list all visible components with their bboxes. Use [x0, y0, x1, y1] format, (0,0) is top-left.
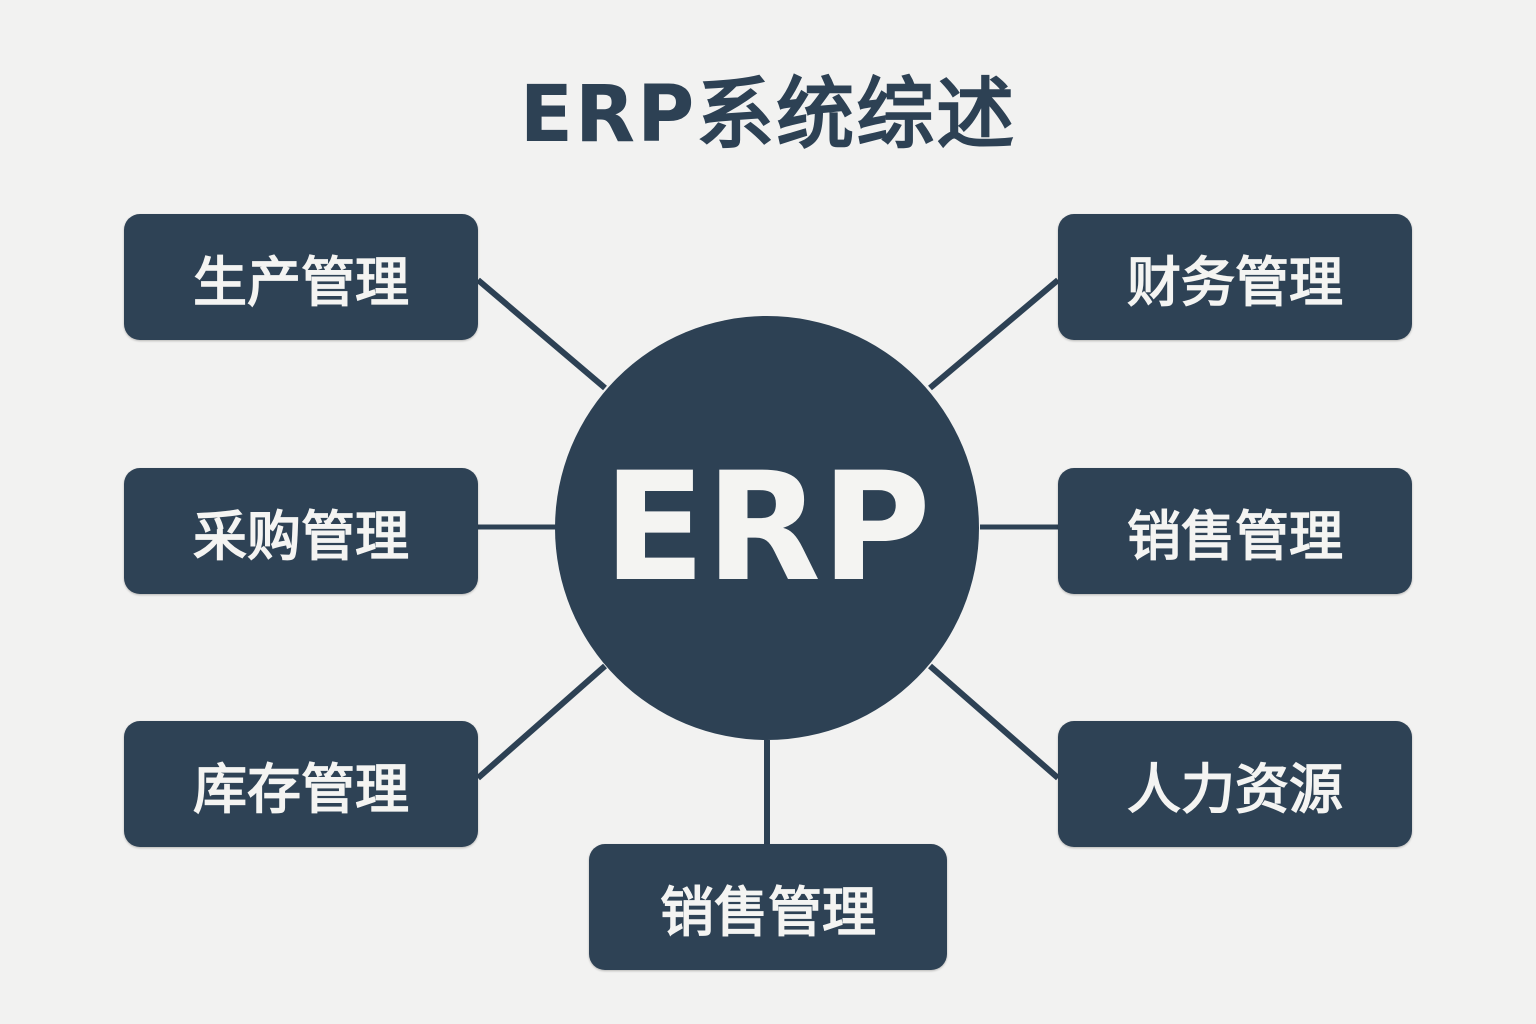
- module-inventory: 库存管理: [124, 721, 478, 847]
- connector-right-bottom: [928, 663, 1060, 781]
- connector-right-top: [928, 277, 1060, 391]
- module-sales: 销售管理: [1058, 468, 1412, 594]
- module-label: 生产管理: [193, 250, 409, 314]
- module-label: 财务管理: [1127, 250, 1343, 314]
- module-purchasing: 采购管理: [124, 468, 478, 594]
- erp-hub-circle: ERP: [555, 316, 979, 740]
- module-label: 采购管理: [193, 504, 409, 568]
- connector-left-top: [476, 277, 607, 391]
- module-label: 人力资源: [1127, 757, 1343, 821]
- module-sales-bottom: 销售管理: [589, 844, 947, 970]
- module-human-resources: 人力资源: [1058, 721, 1412, 847]
- module-label: 销售管理: [1127, 504, 1343, 568]
- connector-left-bottom: [476, 663, 607, 781]
- module-production: 生产管理: [124, 214, 478, 340]
- module-finance: 财务管理: [1058, 214, 1412, 340]
- module-label: 销售管理: [660, 880, 876, 944]
- module-label: 库存管理: [193, 757, 409, 821]
- page-title: ERP系统综述: [519, 70, 1017, 160]
- hub-label: ERP: [603, 441, 931, 615]
